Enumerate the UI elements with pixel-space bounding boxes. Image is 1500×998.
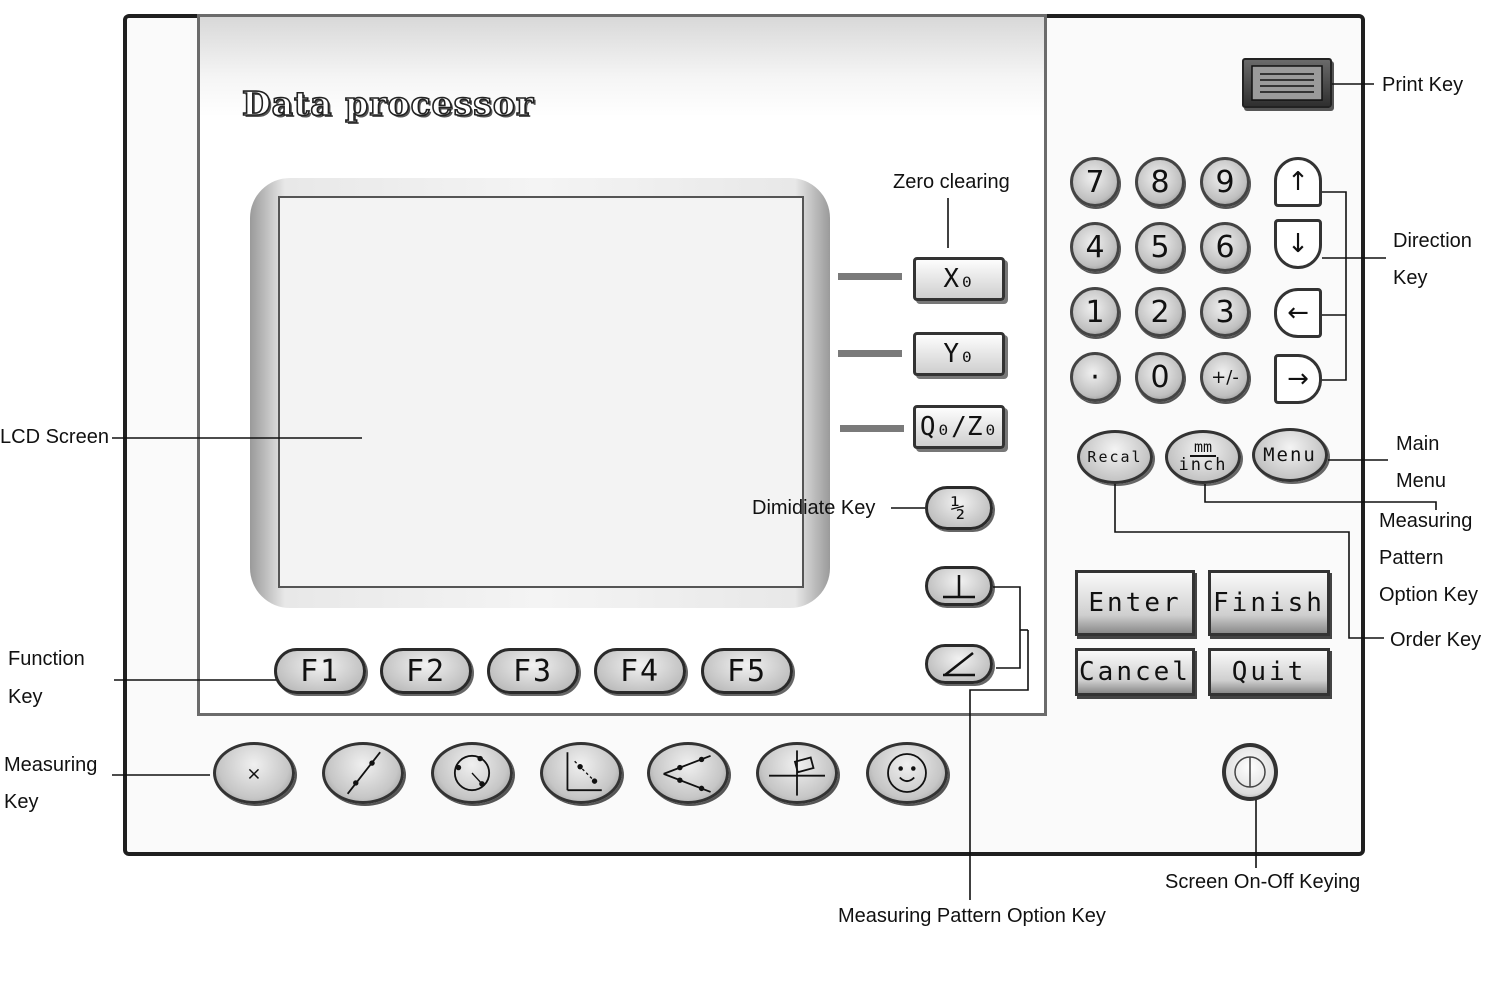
- key-decimal[interactable]: ·: [1070, 352, 1120, 402]
- measure-angle-button[interactable]: [647, 742, 729, 804]
- reference-icon: [769, 750, 825, 796]
- label-function-key-2: Key: [8, 686, 43, 708]
- measure-circle-button[interactable]: [431, 742, 513, 804]
- y-zero-button[interactable]: Y₀: [913, 332, 1005, 376]
- polar-pattern-button[interactable]: [925, 644, 993, 684]
- menu-button[interactable]: Menu: [1252, 428, 1328, 482]
- half-button[interactable]: ½: [925, 486, 993, 530]
- label-zero-clearing: Zero clearing: [893, 171, 1010, 193]
- key-8[interactable]: 8: [1135, 157, 1185, 207]
- f1-button[interactable]: F1: [274, 648, 366, 694]
- z-axis-mark: [840, 425, 904, 432]
- label-main-menu-1: Main: [1396, 433, 1440, 455]
- key-4[interactable]: 4: [1070, 222, 1120, 272]
- x-zero-button[interactable]: X₀: [913, 257, 1005, 301]
- label-measuring-key-2: Key: [4, 791, 39, 813]
- f2-button[interactable]: F2: [380, 648, 472, 694]
- label-direction-key-2: Key: [1393, 267, 1428, 289]
- screen-power-switch[interactable]: [1222, 743, 1278, 801]
- measure-distance-button[interactable]: [540, 742, 622, 804]
- print-button[interactable]: [1242, 58, 1332, 108]
- label-direction-key-1: Direction: [1393, 230, 1472, 252]
- mm-inch-button[interactable]: mm inch: [1165, 430, 1241, 484]
- label-main-menu-2: Menu: [1396, 470, 1447, 492]
- f4-button[interactable]: F4: [594, 648, 686, 694]
- left-arrow-button[interactable]: ←: [1274, 288, 1322, 338]
- key-3[interactable]: 3: [1200, 287, 1250, 337]
- power-icon: [1234, 756, 1266, 788]
- label-function-key-1: Function: [8, 648, 85, 670]
- lcd-screen: [278, 196, 804, 588]
- measure-line-button[interactable]: [322, 742, 404, 804]
- qz-zero-button[interactable]: Q₀/Z₀: [913, 405, 1005, 449]
- mm-label: mm: [1189, 440, 1217, 457]
- label-dimidiate-key: Dimidiate Key: [752, 497, 876, 519]
- key-0[interactable]: 0: [1135, 352, 1185, 402]
- polar-icon: [943, 652, 975, 677]
- line-icon: [346, 751, 381, 795]
- label-measuring-key-1: Measuring: [4, 754, 98, 776]
- svg-text:×: ×: [246, 763, 261, 784]
- f3-button[interactable]: F3: [487, 648, 579, 694]
- key-9[interactable]: 9: [1200, 157, 1250, 207]
- cartesian-pattern-button[interactable]: [925, 566, 993, 606]
- f5-button[interactable]: F5: [701, 648, 793, 694]
- distance-icon: [566, 752, 602, 792]
- key-5[interactable]: 5: [1135, 222, 1185, 272]
- key-6[interactable]: 6: [1200, 222, 1250, 272]
- label-pattern-option-right-2: Pattern: [1379, 547, 1444, 569]
- cartesian-icon: [943, 575, 975, 599]
- key-2[interactable]: 2: [1135, 287, 1185, 337]
- label-pattern-option-right-1: Measuring: [1379, 510, 1473, 532]
- right-arrow-button[interactable]: →: [1274, 354, 1322, 404]
- key-plus-minus[interactable]: +/-: [1200, 352, 1250, 402]
- circle-icon: [453, 754, 491, 792]
- smiley-icon: [887, 753, 927, 793]
- label-pattern-option-bottom: Measuring Pattern Option Key: [838, 905, 1106, 927]
- label-pattern-option-right-3: Option Key: [1379, 584, 1478, 606]
- print-icon: [1251, 65, 1323, 101]
- enter-button[interactable]: Enter: [1075, 570, 1195, 636]
- label-screen-on-off: Screen On-Off Keying: [1165, 871, 1361, 893]
- measure-reference-button[interactable]: [756, 742, 838, 804]
- key-7[interactable]: 7: [1070, 157, 1120, 207]
- down-arrow-button[interactable]: ↓: [1274, 219, 1322, 269]
- measure-auto-button[interactable]: [866, 742, 948, 804]
- device-title: Data processor: [241, 83, 535, 124]
- point-icon: ×: [246, 763, 261, 784]
- y-axis-mark: [838, 350, 902, 357]
- label-print-key: Print Key: [1382, 74, 1464, 96]
- finish-button[interactable]: Finish: [1208, 570, 1330, 636]
- x-axis-mark: [838, 273, 902, 280]
- quit-button[interactable]: Quit: [1208, 648, 1330, 696]
- label-lcd-screen: LCD Screen: [0, 426, 109, 448]
- label-order-key: Order Key: [1390, 629, 1482, 651]
- key-1[interactable]: 1: [1070, 287, 1120, 337]
- inch-label: inch: [1178, 455, 1228, 475]
- recal-button[interactable]: Recal: [1077, 430, 1153, 484]
- up-arrow-button[interactable]: ↑: [1274, 157, 1322, 207]
- angle-icon: [663, 754, 711, 793]
- measure-point-button[interactable]: ×: [213, 742, 295, 804]
- cancel-button[interactable]: Cancel: [1075, 648, 1195, 696]
